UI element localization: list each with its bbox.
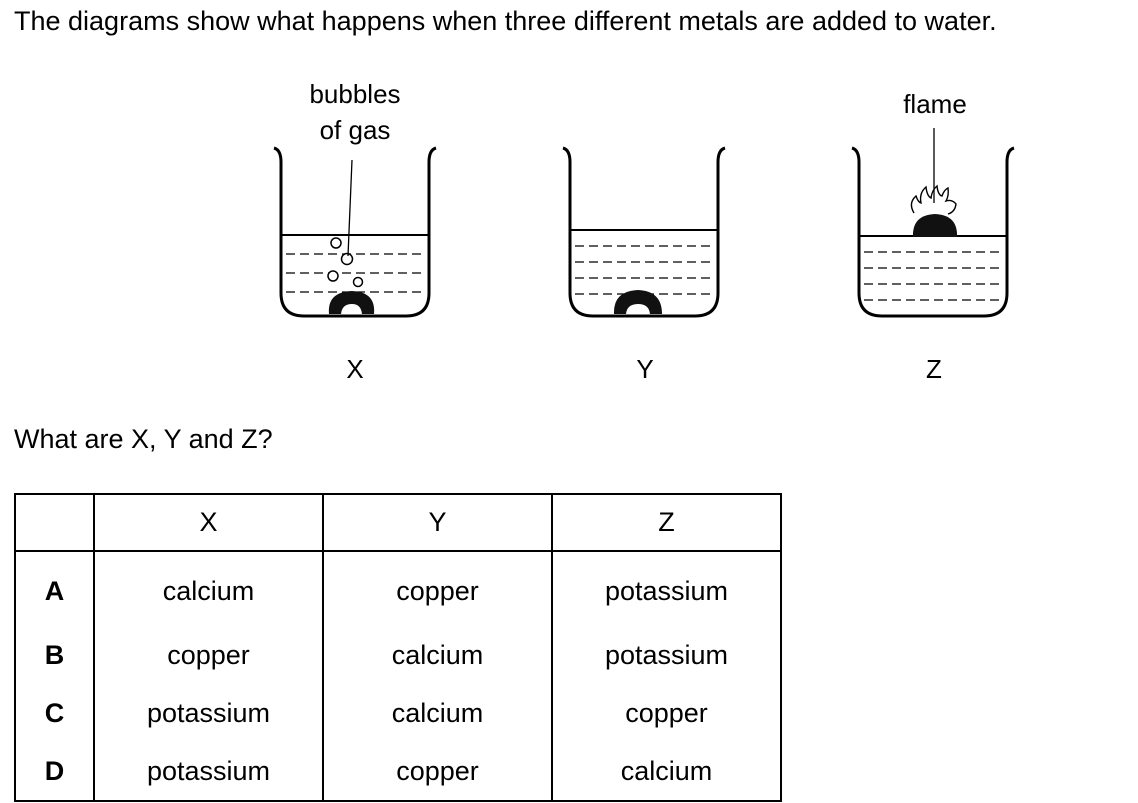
water-dashes-y xyxy=(575,245,715,295)
water-dashes-z xyxy=(864,251,1004,301)
option-key: B xyxy=(14,626,95,684)
option-row-c[interactable]: C potassium calcium copper xyxy=(14,684,782,742)
option-row-d[interactable]: D potassium copper calcium xyxy=(14,742,782,802)
option-y-value: copper xyxy=(322,551,553,626)
beaker-y: Y xyxy=(562,146,726,384)
option-x-value: potassium xyxy=(93,684,324,742)
beaker-label-y: Y xyxy=(636,354,653,384)
option-z-value: potassium xyxy=(551,551,782,626)
answer-options-table: X Y Z A calcium copper potassium B coppe… xyxy=(14,493,782,802)
option-key: D xyxy=(14,742,95,802)
option-z-value: copper xyxy=(551,684,782,742)
option-key: C xyxy=(14,684,95,742)
beaker-diagram: bubbles of gas X Y flame Z xyxy=(273,79,1015,384)
flame-label: flame xyxy=(903,89,967,119)
table-header-row: X Y Z xyxy=(14,493,782,552)
option-x-value: copper xyxy=(93,626,324,684)
intro-text: The diagrams show what happens when thre… xyxy=(14,6,997,36)
option-x-value: calcium xyxy=(93,551,324,626)
gas-bubbles xyxy=(327,237,364,288)
header-blank xyxy=(14,493,95,552)
bubbles-label-line2: of gas xyxy=(320,115,391,145)
option-row-a[interactable]: A calcium copper potassium xyxy=(14,551,782,626)
header-z: Z xyxy=(551,493,782,552)
metal-lump-z xyxy=(912,214,958,237)
option-y-value: calcium xyxy=(322,626,553,684)
header-y: Y xyxy=(322,493,553,552)
metal-lump-y xyxy=(613,290,662,314)
option-z-value: calcium xyxy=(551,742,782,802)
metal-lump-x xyxy=(328,291,375,314)
bubbles-pointer-line xyxy=(347,159,353,257)
option-y-value: copper xyxy=(322,742,553,802)
beaker-label-x: X xyxy=(346,354,363,384)
beaker-label-z: Z xyxy=(926,354,942,384)
option-z-value: potassium xyxy=(551,626,782,684)
option-row-b[interactable]: B copper calcium potassium xyxy=(14,626,782,684)
bubbles-label-line1: bubbles xyxy=(309,79,400,109)
option-y-value: calcium xyxy=(322,684,553,742)
option-key: A xyxy=(14,551,95,626)
option-x-value: potassium xyxy=(93,742,324,802)
beaker-x: bubbles of gas X xyxy=(273,79,437,384)
header-x: X xyxy=(93,493,324,552)
beaker-z: flame Z xyxy=(851,89,1015,384)
question-prompt: What are X, Y and Z? xyxy=(14,424,273,454)
